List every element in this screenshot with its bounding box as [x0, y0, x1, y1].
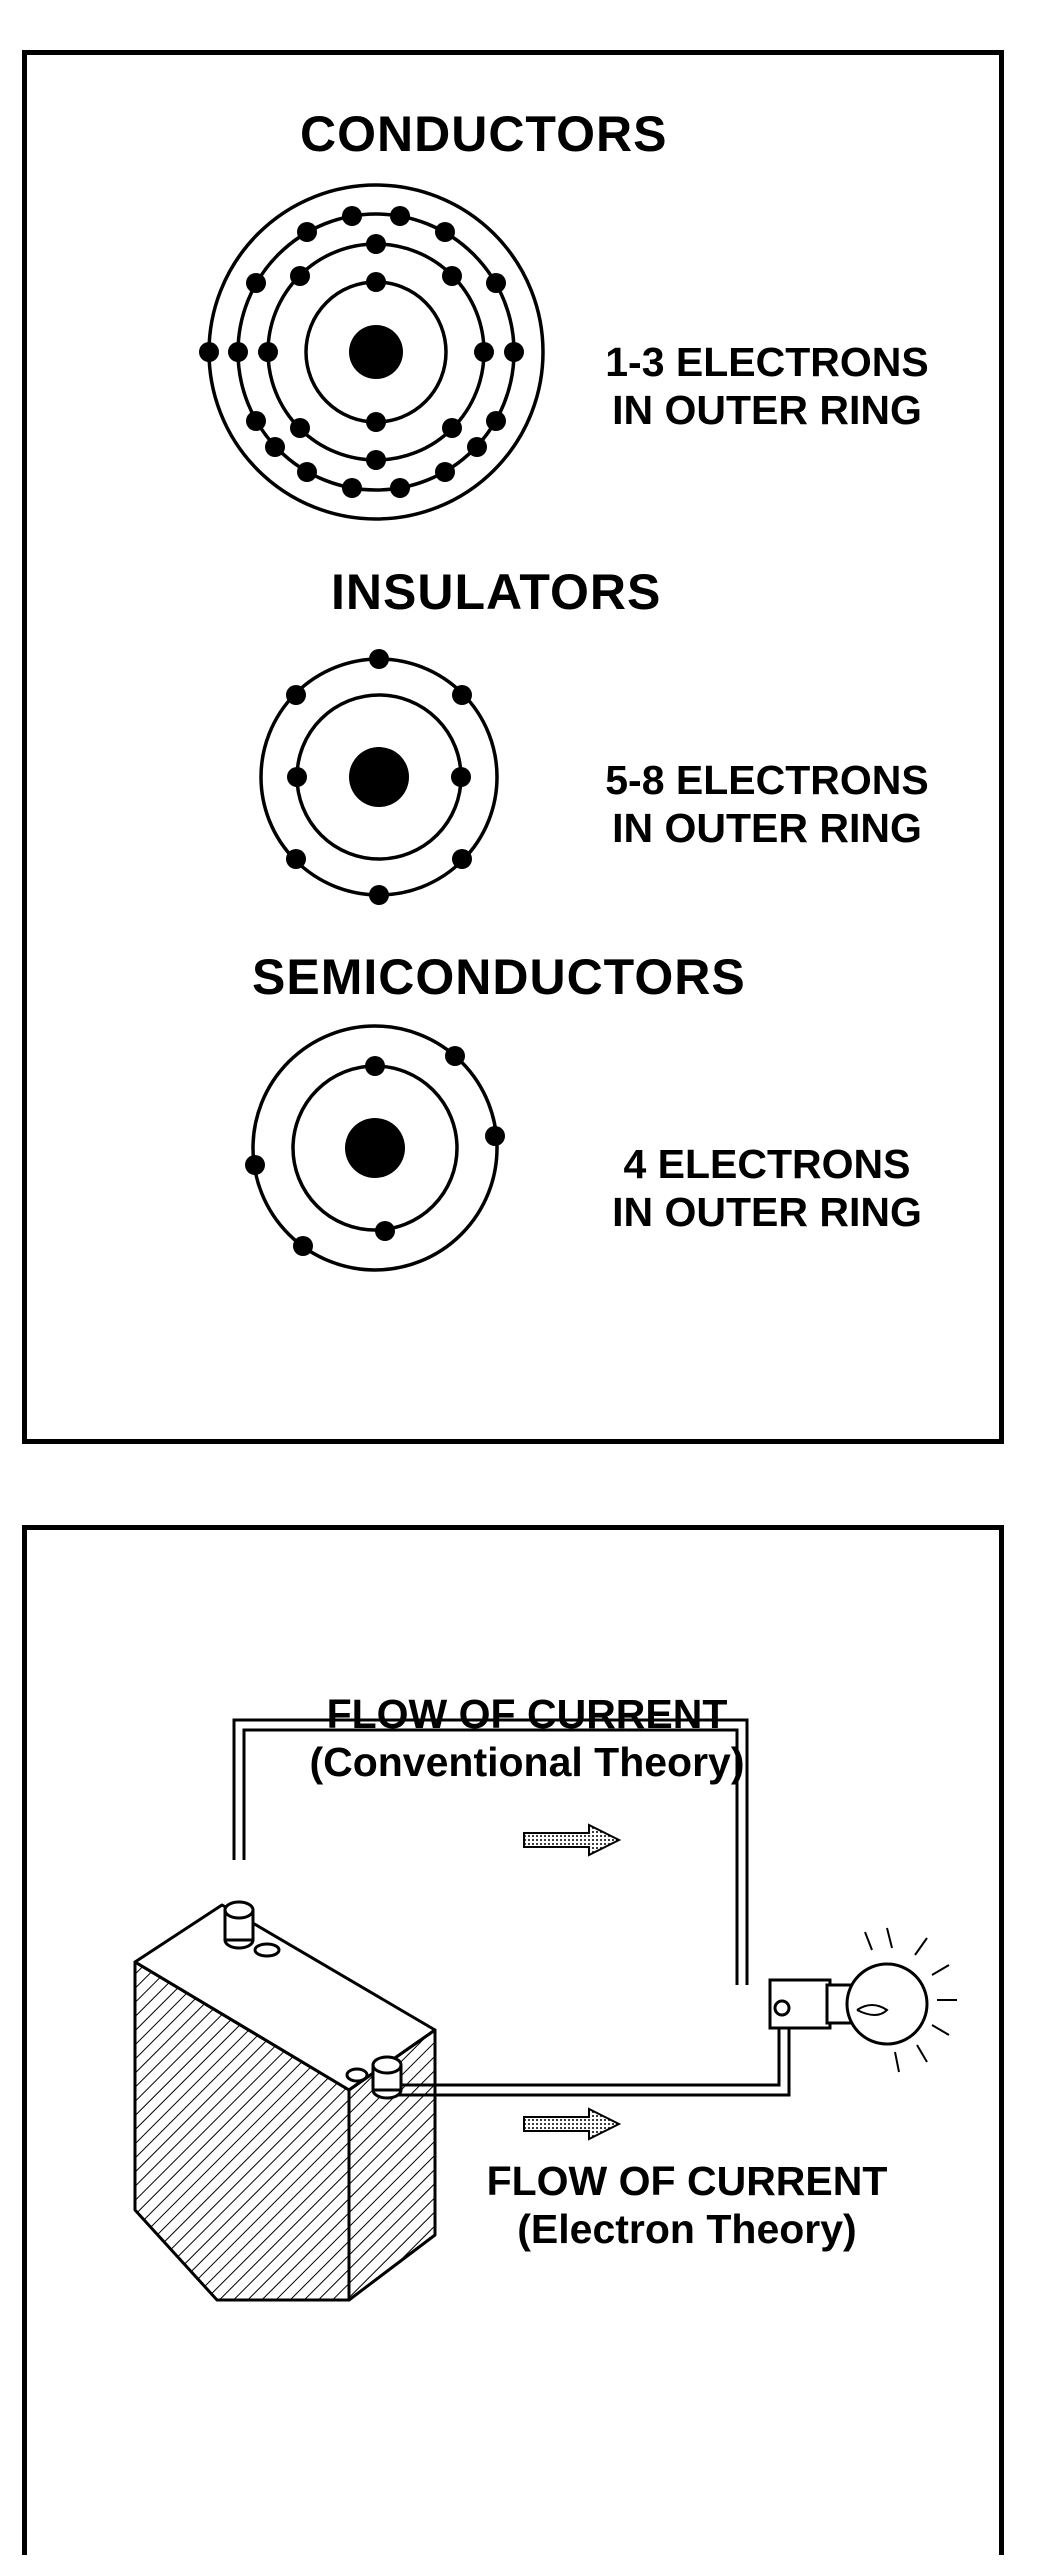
electron — [435, 222, 455, 242]
insulator-atom-diagram — [259, 649, 499, 905]
semiconductor-atom-diagram — [245, 1024, 505, 1272]
electron-flow-label: FLOW OF CURRENT (Electron Theory) — [447, 2157, 927, 2253]
semiconductors-title: SEMICONDUCTORS — [252, 949, 746, 1005]
electron — [504, 342, 524, 362]
electron — [467, 437, 487, 457]
conventional-flow-arrow — [523, 1823, 622, 1857]
electron — [286, 849, 306, 869]
electron — [365, 1056, 385, 1076]
electron — [290, 266, 310, 286]
electron — [297, 462, 317, 482]
electron — [474, 342, 494, 362]
battery-side — [347, 2028, 437, 2302]
electron — [366, 272, 386, 292]
insulators-title: INSULATORS — [331, 564, 662, 620]
electron — [390, 478, 410, 498]
conductor-atom-diagram — [199, 183, 545, 521]
electron — [452, 685, 472, 705]
semiconductors-caption-line1: 4 ELECTRONS — [623, 1141, 911, 1187]
electron — [290, 418, 310, 438]
electron — [485, 1126, 505, 1146]
electron — [265, 437, 285, 457]
electron — [342, 478, 362, 498]
atom-nucleus — [349, 325, 403, 379]
electron-flow-line2: (Electron Theory) — [517, 2206, 857, 2252]
circuit-diagram — [133, 1718, 957, 2302]
semiconductors-caption: 4 ELECTRONS IN OUTER RING — [557, 1140, 977, 1236]
electron — [246, 273, 266, 293]
electron — [366, 450, 386, 470]
electron — [366, 234, 386, 254]
atom-nucleus — [345, 1118, 405, 1178]
electron — [375, 1221, 395, 1241]
electron — [486, 411, 506, 431]
atoms-panel: CONDUCTORS — [22, 50, 1004, 1444]
electron — [390, 206, 410, 226]
electron — [342, 206, 362, 226]
electron-flow-line1: FLOW OF CURRENT — [486, 2158, 888, 2204]
electron — [199, 342, 219, 362]
circuit-panel: FLOW OF CURRENT (Conventional Theory) — [22, 1525, 1004, 2555]
electron — [286, 685, 306, 705]
atom-nucleus — [349, 747, 409, 807]
electron-flow-arrow — [523, 2107, 622, 2141]
electron — [369, 649, 389, 669]
wire-bottom — [392, 2010, 791, 2097]
conductors-caption-line1: 1-3 ELECTRONS — [605, 339, 929, 385]
electron — [486, 273, 506, 293]
electron — [258, 342, 278, 362]
conventional-flow-line2: (Conventional Theory) — [309, 1739, 745, 1785]
battery-front — [133, 1960, 351, 2302]
conductors-caption-line2: IN OUTER RING — [612, 387, 922, 433]
insulators-caption-line2: IN OUTER RING — [612, 805, 922, 851]
electron — [435, 462, 455, 482]
electron — [369, 885, 389, 905]
electron — [451, 767, 471, 787]
conductors-caption: 1-3 ELECTRONS IN OUTER RING — [557, 338, 977, 434]
electron — [297, 222, 317, 242]
wire-top — [232, 1718, 749, 1985]
electron — [442, 418, 462, 438]
light-bulb-icon — [768, 1927, 957, 2073]
insulators-caption-line1: 5-8 ELECTRONS — [605, 757, 929, 803]
electron — [287, 767, 307, 787]
electron — [228, 342, 248, 362]
bulb-glass — [845, 1962, 929, 2046]
battery-icon — [133, 1900, 437, 2302]
electron — [245, 1155, 265, 1175]
semiconductors-caption-line2: IN OUTER RING — [612, 1189, 922, 1235]
electron — [452, 849, 472, 869]
electron — [366, 412, 386, 432]
electron — [246, 411, 266, 431]
electron — [442, 266, 462, 286]
insulators-caption: 5-8 ELECTRONS IN OUTER RING — [557, 756, 977, 852]
atom-ring — [251, 1024, 499, 1272]
electron — [293, 1236, 313, 1256]
conductors-title: CONDUCTORS — [300, 106, 668, 162]
electron — [445, 1046, 465, 1066]
